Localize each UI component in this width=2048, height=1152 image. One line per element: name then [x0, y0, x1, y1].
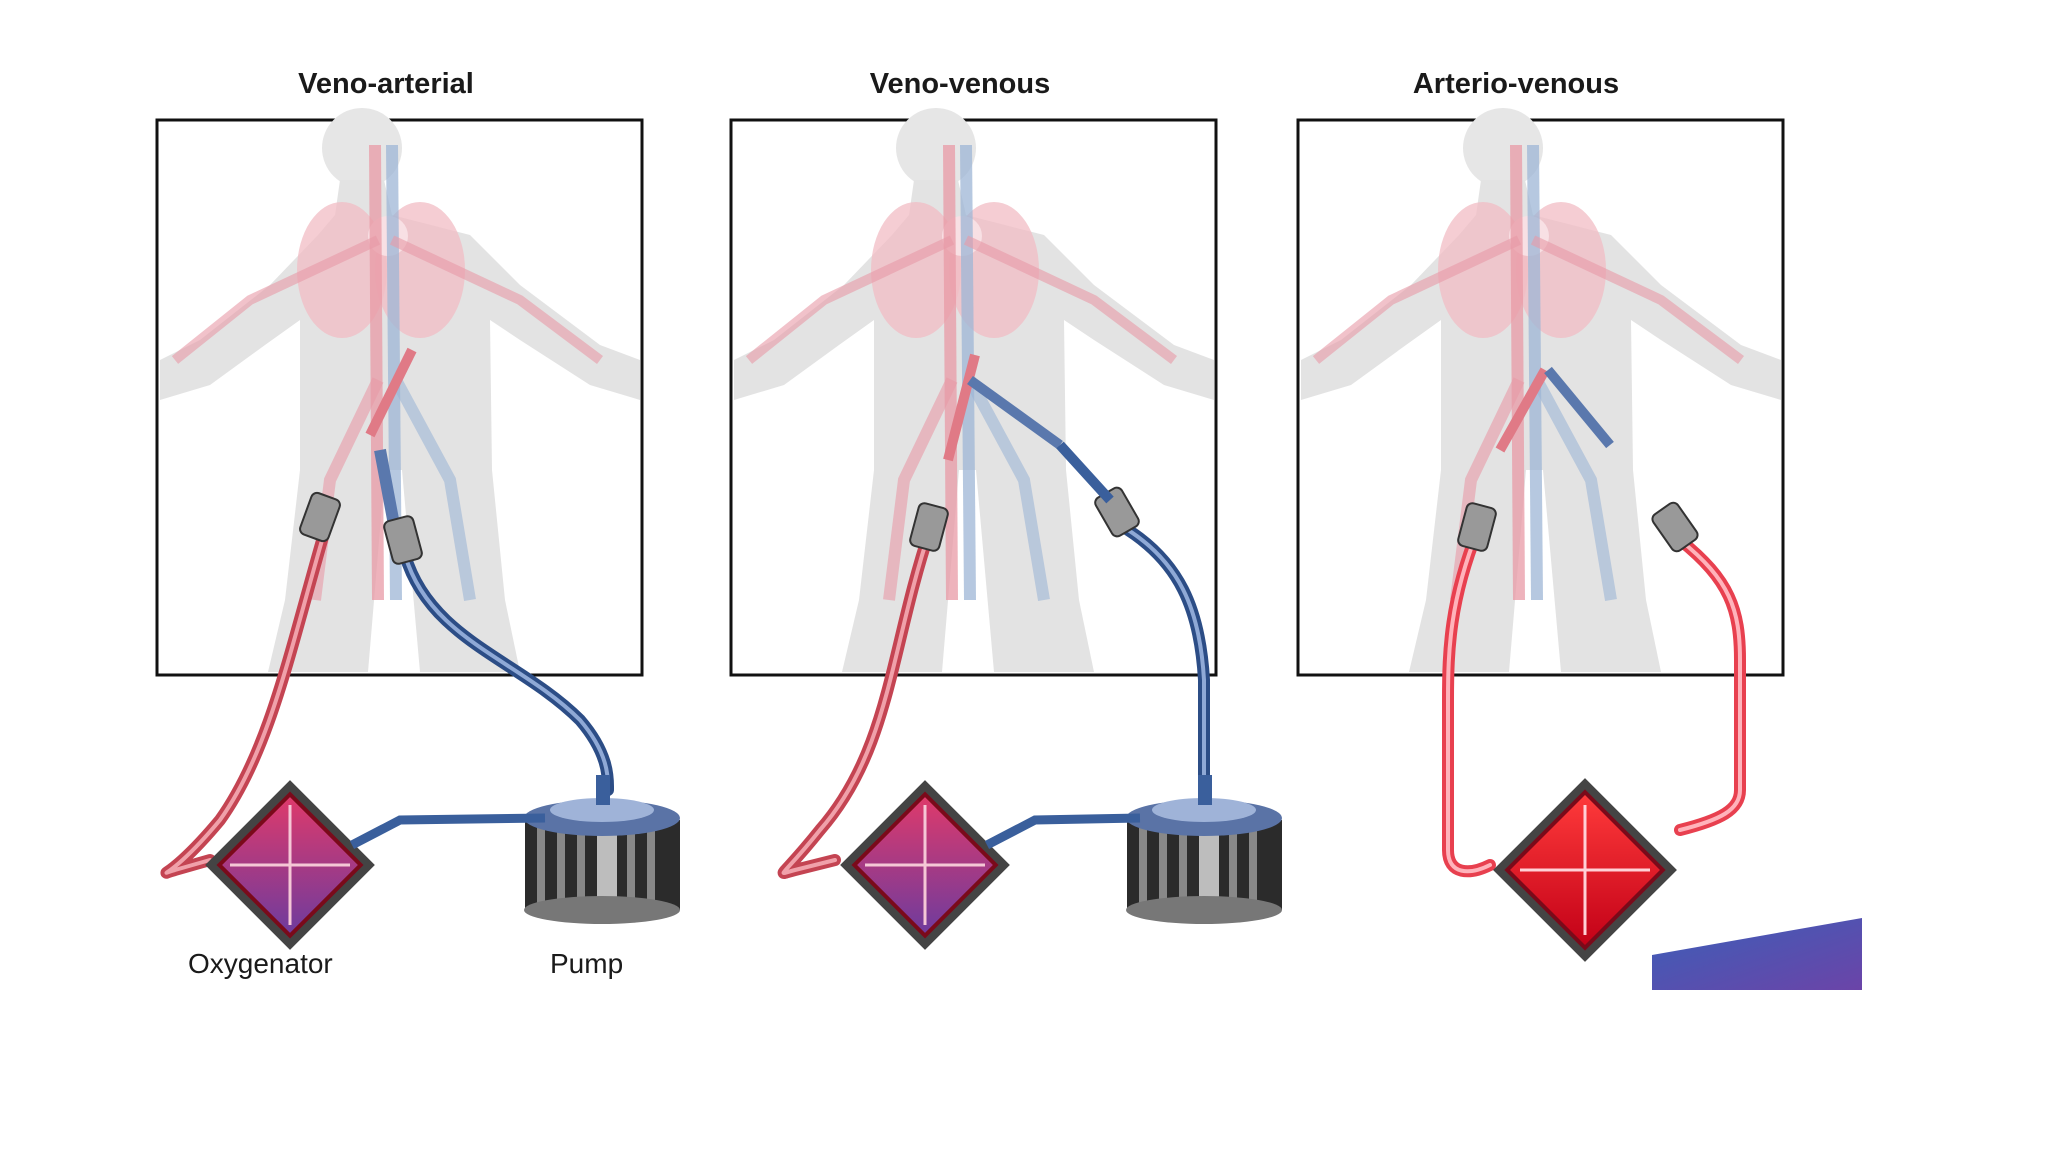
oxygenator-label: Oxygenator	[188, 948, 333, 979]
panel-title-arterio-venous: Arterio-venous	[1412, 68, 1620, 100]
panel-veno-venous	[729, 108, 1282, 950]
oxygenator-device	[840, 780, 1010, 950]
decorative-slide-shape	[1652, 918, 1862, 990]
pump-device	[1126, 775, 1282, 924]
oxygenator-device	[205, 780, 375, 950]
panel-title-veno-venous: Veno-venous	[869, 68, 1051, 100]
child-body-illustration	[734, 108, 1214, 672]
child-body-illustration	[1301, 108, 1781, 672]
pump-device	[524, 775, 680, 924]
panel-veno-arterial	[155, 108, 680, 950]
oxygenator-device	[1493, 778, 1677, 962]
pump-label: Pump	[550, 948, 624, 979]
panel-arterio-venous	[1296, 108, 1785, 962]
panel-title-veno-arterial: Veno-arterial	[298, 68, 474, 100]
